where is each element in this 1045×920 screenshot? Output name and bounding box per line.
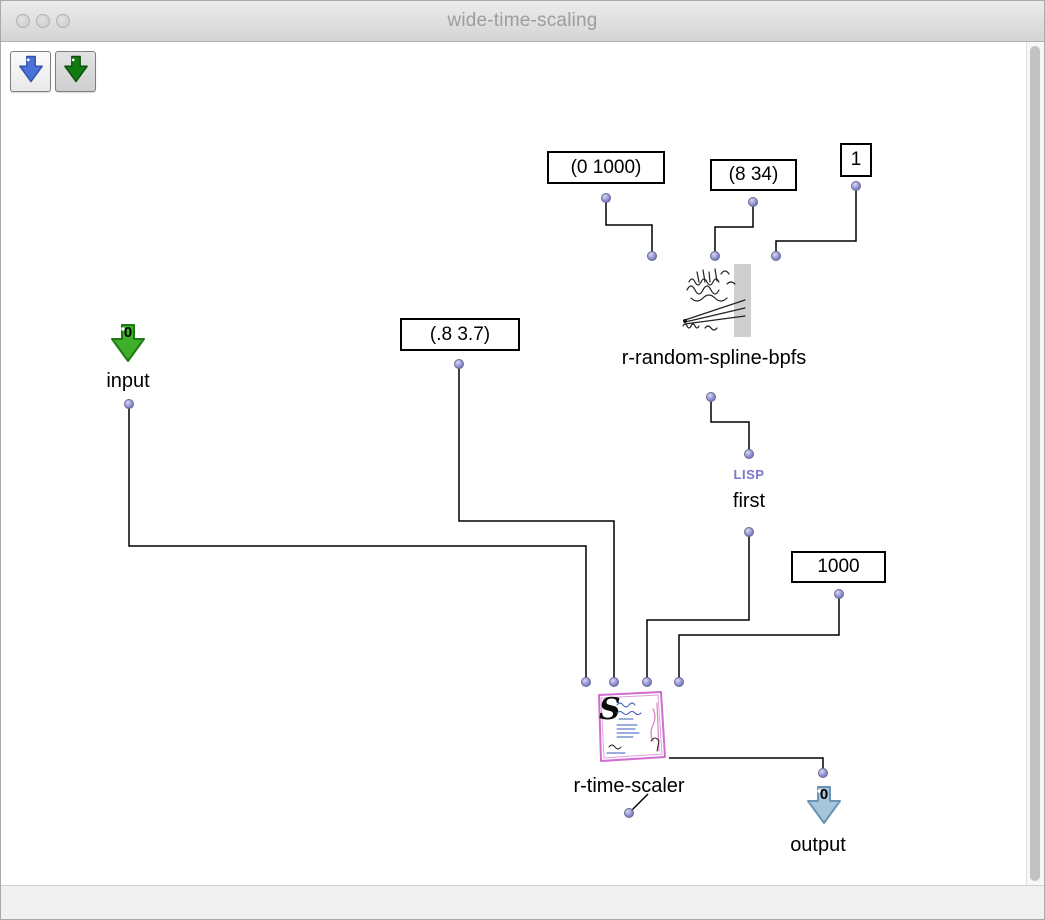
r-time-scaler-label: r-time-scaler bbox=[573, 775, 685, 797]
r-time-scaler-icon: S bbox=[595, 689, 669, 764]
first-label: first bbox=[732, 490, 766, 512]
port-scaler-in-4[interactable] bbox=[674, 677, 684, 687]
window-title: wide-time-scaling bbox=[447, 10, 598, 31]
patch-cable[interactable] bbox=[710, 396, 750, 454]
patch-cable[interactable] bbox=[714, 201, 754, 256]
patch-cable[interactable] bbox=[668, 757, 824, 773]
port-scaler-in-1[interactable] bbox=[581, 677, 591, 687]
input-tool-button[interactable] bbox=[10, 51, 51, 92]
port-spline-out[interactable] bbox=[706, 392, 716, 402]
horizontal-scrollbar-track[interactable] bbox=[1, 885, 1044, 919]
output-tool-button[interactable] bbox=[55, 51, 96, 92]
port-scaler-in-3[interactable] bbox=[642, 677, 652, 687]
port-input-out[interactable] bbox=[124, 399, 134, 409]
port-box-1-out[interactable] bbox=[851, 181, 861, 191]
svg-text:S: S bbox=[599, 692, 621, 727]
r-random-spline-bpfs-module[interactable] bbox=[677, 264, 751, 342]
patch-cable[interactable] bbox=[678, 593, 840, 682]
green-down-arrow-icon bbox=[63, 55, 89, 88]
vertical-scrollbar-track[interactable] bbox=[1026, 42, 1044, 887]
value-box-08-37[interactable]: (.8 3.7) bbox=[400, 318, 520, 351]
value-box-0-1000[interactable]: (0 1000) bbox=[547, 151, 665, 184]
port-spline-in-2[interactable] bbox=[710, 251, 720, 261]
port-box-0-1000-out[interactable] bbox=[601, 193, 611, 203]
patch-cable[interactable] bbox=[458, 363, 615, 682]
vertical-scrollbar-thumb[interactable] bbox=[1030, 46, 1040, 881]
r-random-spline-bpfs-icon bbox=[677, 264, 751, 337]
port-output-in[interactable] bbox=[818, 768, 828, 778]
output-badge: 0 bbox=[819, 786, 829, 803]
input-arrow-icon bbox=[111, 324, 145, 362]
patch-cable[interactable] bbox=[646, 531, 750, 682]
output-label: output bbox=[790, 834, 846, 856]
value-box-8-34[interactable]: (8 34) bbox=[710, 159, 797, 191]
port-spline-in-1[interactable] bbox=[647, 251, 657, 261]
r-time-scaler-module[interactable]: S bbox=[595, 689, 669, 769]
port-box-08-37-out[interactable] bbox=[454, 359, 464, 369]
port-spline-in-3[interactable] bbox=[771, 251, 781, 261]
port-box-1000-out[interactable] bbox=[834, 589, 844, 599]
title-bar[interactable]: wide-time-scaling bbox=[1, 1, 1044, 42]
port-scaler-out[interactable] bbox=[624, 808, 634, 818]
input-module[interactable]: 0 bbox=[110, 323, 146, 363]
input-badge: 0 bbox=[123, 324, 133, 341]
minimize-button[interactable] bbox=[36, 14, 50, 28]
patch-cable[interactable] bbox=[128, 403, 587, 682]
output-arrow-icon bbox=[807, 786, 841, 824]
zoom-button[interactable] bbox=[56, 14, 70, 28]
output-module[interactable]: 0 bbox=[806, 785, 842, 825]
port-scaler-in-2[interactable] bbox=[609, 677, 619, 687]
r-random-spline-bpfs-label: r-random-spline-bpfs bbox=[621, 347, 807, 369]
blue-down-arrow-icon bbox=[18, 55, 44, 88]
patch-cable[interactable] bbox=[605, 197, 653, 256]
value-box-1[interactable]: 1 bbox=[840, 143, 872, 177]
port-first-in[interactable] bbox=[744, 449, 754, 459]
value-box-1000[interactable]: 1000 bbox=[791, 551, 886, 583]
patch-cable[interactable] bbox=[775, 185, 857, 256]
input-label: input bbox=[106, 370, 150, 392]
port-box-8-34-out[interactable] bbox=[748, 197, 758, 207]
port-first-out[interactable] bbox=[744, 527, 754, 537]
lisp-logo-icon[interactable]: LISP bbox=[733, 467, 765, 482]
close-button[interactable] bbox=[16, 14, 30, 28]
